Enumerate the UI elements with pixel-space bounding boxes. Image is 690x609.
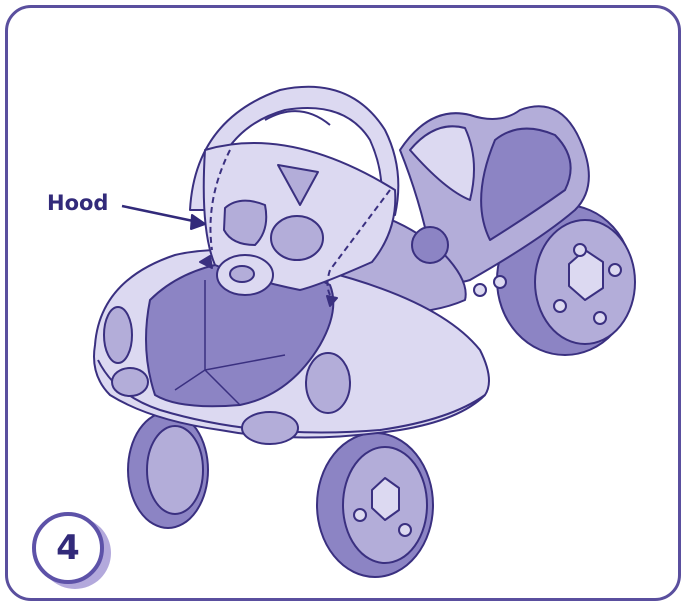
front-right-wheel <box>316 432 434 578</box>
hood-pointer-line <box>121 204 199 224</box>
arrow-head-right <box>326 295 338 307</box>
arrow-head-left <box>199 255 213 269</box>
step-number: 4 <box>56 528 80 568</box>
steering-hub <box>411 226 449 264</box>
hood-panel <box>202 142 397 296</box>
hood-placement-arrows <box>209 149 391 296</box>
hood-label: Hood <box>47 191 109 215</box>
steering-wheel <box>189 85 400 219</box>
step-badge: 4 <box>32 512 114 594</box>
storage-compartment <box>145 260 335 408</box>
step-badge-disc: 4 <box>32 512 104 584</box>
front-left-wheel <box>127 411 209 529</box>
hood-pointer-arrowhead <box>190 214 206 230</box>
rear-wheel <box>496 204 636 356</box>
